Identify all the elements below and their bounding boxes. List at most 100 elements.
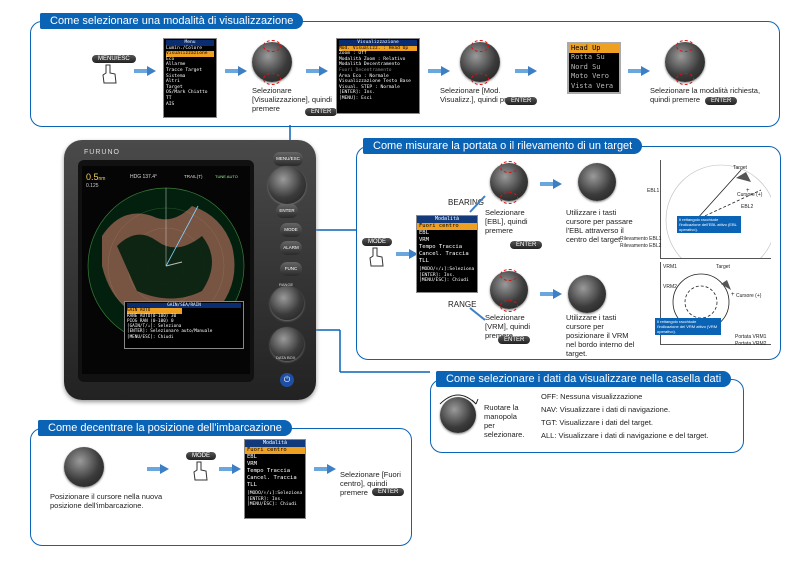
cursor-pad-knob[interactable] [665,40,705,85]
popup-row[interactable]: PIOG RAN (0-100) 0 [127,318,174,324]
cursor-pad-knob[interactable] [490,161,528,204]
flow-arrow [428,66,450,76]
vrm2-readout-label: Portata VRM2 [735,341,767,347]
flow-arrow [314,464,336,474]
mode-menu-item[interactable]: VRM [247,461,257,467]
vrm-cursor-label: Cursore (+) [736,293,762,299]
ebl2-label: EBL2 [741,204,754,210]
menu-item[interactable]: Eco [166,56,175,62]
pointing-hand-icon [102,64,117,84]
func-button[interactable]: FUNC [280,262,302,276]
mode-menu-item[interactable]: TLL [419,258,429,264]
visual-row[interactable]: Zoom : Off [339,51,367,57]
visual-row[interactable]: Fuori Decentramento [339,67,392,73]
data-box-knob[interactable] [270,327,304,361]
menu-item[interactable]: OS/Mark Chiatto [166,90,208,96]
mode-menu-item[interactable]: TLL [247,482,257,488]
visual-row[interactable]: Visual. STEP : Normale [339,84,400,90]
popup-row[interactable]: GAIN AUTO [127,308,182,314]
flow-arrow [628,66,650,76]
mode-menu-item[interactable]: EBL [247,454,257,460]
menu-esc-hand-button[interactable]: MENU/ESC [92,55,136,85]
visual-footer: [ENTER]: Ins. [339,90,375,96]
bearing-label: BEARING [448,198,485,207]
down-key-highlight [263,73,281,85]
mode-menu-item[interactable]: VRM [419,237,429,243]
enter-pill[interactable]: ENTER [705,97,738,105]
popup-row[interactable]: RANE AUTO(0-100) 30 [127,313,177,319]
menu-item[interactable]: Target [166,84,183,90]
menu-item[interactable]: Altri [166,79,180,85]
data-box-option: ALL: Visualizzare i dati di navigazione … [541,431,709,440]
brand-logo: FURUNO [84,149,120,156]
ebl1-readout-label: Rilevamento EBL1 [620,236,662,242]
range-step1-caption: Selezionare [VRM], quindi premere [485,313,531,340]
mode-button[interactable]: MODE [280,223,302,237]
enter-pill[interactable]: ENTER [510,241,543,249]
cursor-pad-knob[interactable] [578,163,616,201]
flow-arrow [134,66,156,76]
flow-arrow [225,66,247,76]
enter-pill[interactable]: ENTER [305,108,338,116]
mode-menu-item[interactable]: Cancel. Traccia [419,251,469,257]
enter-button[interactable]: ENTER [276,204,298,218]
cursor-pad-knob[interactable] [64,447,104,487]
visual-row[interactable]: Area Eco : Normale [339,73,389,79]
flow-arrow [540,179,562,189]
menu-item[interactable]: TT [166,95,172,101]
vrm2-label: VRM2 [663,284,677,290]
alarm-button[interactable]: ALARM [280,241,302,255]
mode-menu-item[interactable]: Tempo Traccia [419,244,463,250]
mode-pill: MODE [186,452,216,460]
menu-item[interactable]: Lumin./Colore [166,45,202,51]
device-cursor-pad[interactable] [268,166,306,204]
mode-menu-item[interactable]: EBL [419,230,429,236]
cursor-pad-knob[interactable] [568,275,606,313]
menu-item[interactable]: AIS [166,101,175,107]
visual-row[interactable]: Modalità Zoom : Relativo [339,56,406,62]
mode-hand-button[interactable]: MODE [186,452,216,482]
ebl-target-label: Target [733,165,747,171]
mode-menu-item[interactable]: Tempo Traccia [247,468,291,474]
mode-menu-item[interactable]: Fuori centro [245,447,305,454]
range-knob[interactable] [270,286,304,320]
power-icon: ⏻ [283,375,291,384]
mode-menu-item[interactable]: Fuori centro [417,223,477,230]
menu-item[interactable]: Tracce Target [166,67,202,73]
visual-row[interactable]: Visualizzazione Testo Base [339,79,411,85]
range-readout: 0.5nm [86,172,105,182]
ebl-diagram: + EBL1 EBL2 Target Cursore (+) Il rettan… [647,160,777,276]
mode-option[interactable]: Rotta Su [571,53,605,61]
visual-row-selected[interactable]: Mod. Visualizz. : Head Up [339,45,417,52]
mode-hand-button[interactable]: MODE [362,238,392,268]
down-key-highlight [676,73,694,85]
mode-pill: MODE [362,238,392,246]
mode-option[interactable]: Nord Su [571,62,601,71]
enter-pill[interactable]: ENTER [505,97,538,105]
cursor-pad-knob[interactable] [460,40,500,85]
menu-item[interactable]: Allarme [166,62,186,68]
menu-esc-button[interactable]: MENU/ESC [273,152,303,166]
ebl-cursor-label-outside: Cursore (+) [737,192,763,198]
visual-screen-title: Visualizzazione [339,40,417,46]
menu-item-selected[interactable]: Visualizzazione [166,51,214,57]
data-box-rotary-knob[interactable] [440,397,476,433]
mode-option[interactable]: Moto Vero [571,72,609,80]
visual-row[interactable]: Modalità Decentramento [339,62,400,68]
radar-screen: 0.5nm 0.125 HDG 137.4° TRAIL(T) TUNE AUT… [82,166,250,374]
data-box-option: TGT: Visualizzare i dati del target. [541,418,653,427]
mode-option[interactable]: Head Up [569,44,619,53]
enter-pill[interactable]: ENTER [372,488,405,496]
mode-option[interactable]: Vista Vera [571,81,614,90]
popup-title: GAIN/SEA/RAIN [127,303,241,309]
menu-esc-pill: MENU/ESC [92,55,136,63]
menu-item[interactable]: Sistema [166,73,186,79]
power-button[interactable]: ⏻ [280,373,294,387]
cursor-pad-knob[interactable] [252,40,292,85]
trail-readout: TRAIL(T) [184,174,203,179]
enter-pill[interactable]: ENTER [498,336,531,344]
mode-menu-item[interactable]: Cancel. Traccia [247,475,297,481]
cursor-pad-knob[interactable] [490,269,528,312]
flow-arrow [540,289,562,299]
gain-sea-rain-popup: GAIN/SEA/RAIN GAIN AUTO RANE AUTO(0-100)… [124,301,244,349]
